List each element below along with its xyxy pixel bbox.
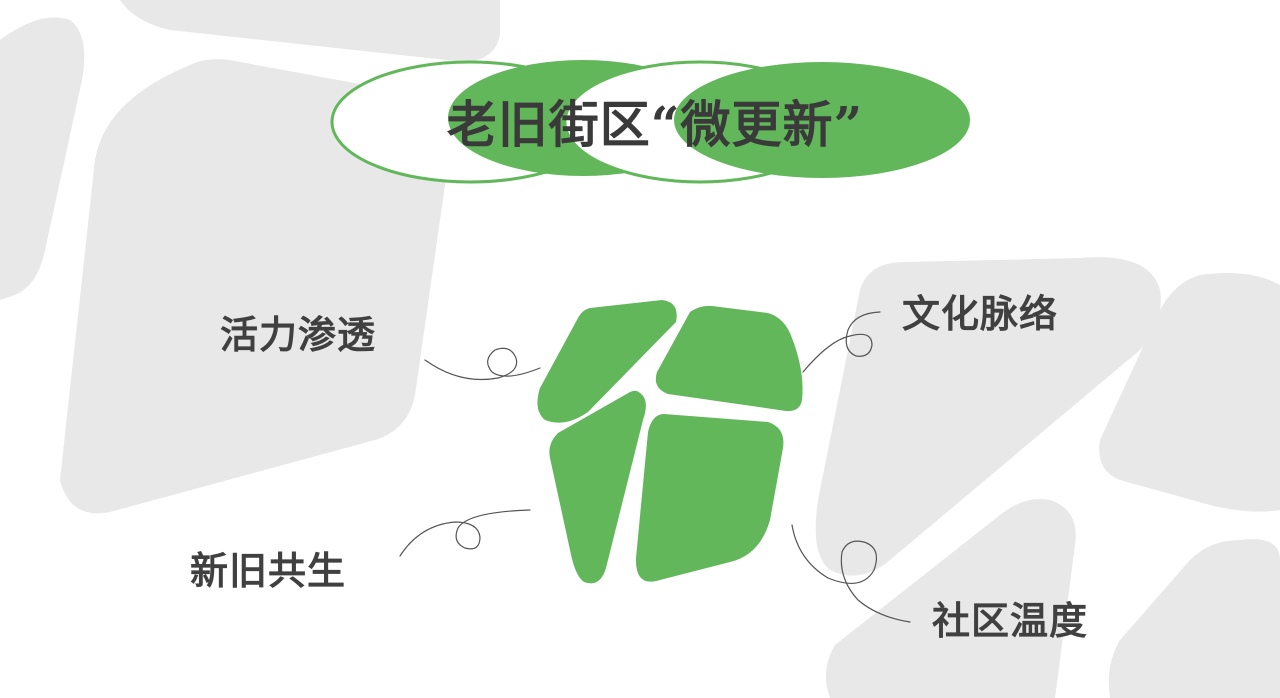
block-top-left: [537, 300, 677, 423]
connector-top-right: [802, 311, 881, 373]
block-bottom-left: [549, 390, 646, 584]
connector-lines: [399, 311, 911, 623]
bg-block-bottom-right: [826, 499, 1076, 698]
connector-bottom-right: [791, 524, 911, 623]
page-title: 老旧街区“微更新”: [446, 95, 864, 154]
block-bottom-right: [635, 414, 784, 582]
bg-block-top-left-edge: [0, 17, 85, 300]
block-top-right: [655, 305, 803, 412]
bg-block-bottom-right-corner: [1108, 539, 1280, 698]
bg-block-right-center: [815, 257, 1161, 576]
label-vitality-infiltration: 活力渗透: [220, 312, 377, 357]
street-blocks-icon: [537, 300, 803, 584]
bg-block-large-left: [60, 59, 451, 514]
label-community-warmth: 社区温度: [932, 598, 1089, 643]
connector-bottom-left: [399, 509, 531, 557]
label-cultural-context: 文化脉络: [902, 291, 1059, 336]
label-old-new-coexistence: 新旧共生: [190, 548, 347, 593]
title-ellipses: [330, 60, 970, 184]
bg-block-top-strip: [120, 0, 500, 62]
connector-top-left: [424, 347, 541, 381]
ellipse-filled-2: [674, 62, 970, 178]
bg-block-right-edge: [1099, 272, 1280, 512]
